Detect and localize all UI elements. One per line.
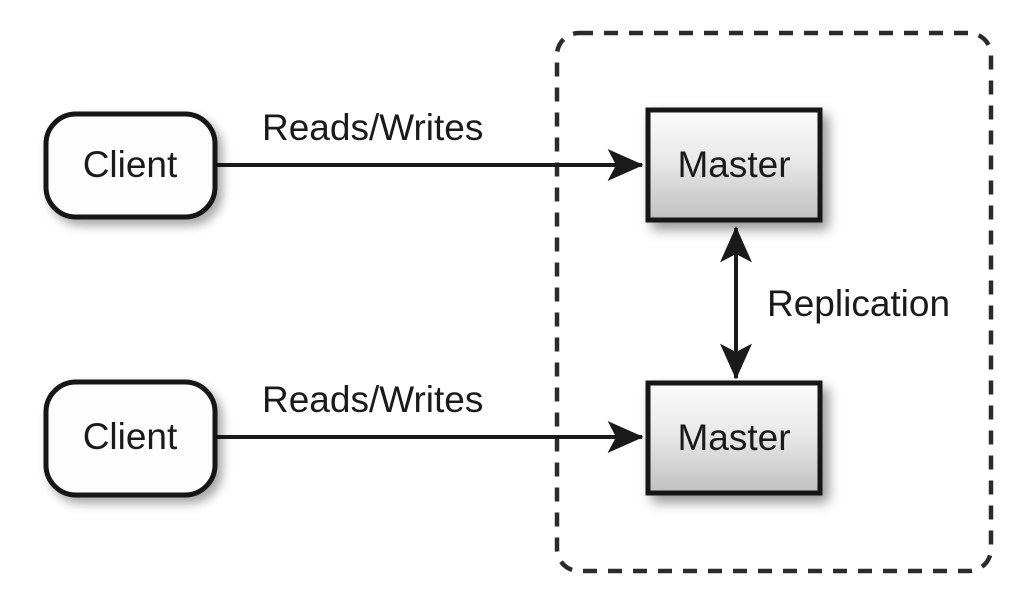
node-master-top[interactable] [645, 107, 823, 223]
edge-label-reads-writes-top: Reads/Writes [262, 107, 483, 148]
client-top-label: Client [83, 144, 178, 185]
master-bottom-shape [645, 380, 823, 496]
client-bottom-label: Client [83, 416, 178, 457]
master-top-shape [645, 107, 823, 223]
node-client-top[interactable] [43, 111, 218, 220]
client-bottom-shape [43, 379, 218, 498]
master-bottom-label: Master [677, 417, 790, 458]
node-client-bottom[interactable] [43, 379, 218, 498]
edge-label-replication: Replication [767, 283, 950, 324]
node-master-bottom[interactable] [645, 380, 823, 496]
edge-label-reads-writes-bottom: Reads/Writes [262, 379, 483, 420]
master-top-label: Master [677, 144, 790, 185]
client-top-shape [43, 111, 218, 220]
